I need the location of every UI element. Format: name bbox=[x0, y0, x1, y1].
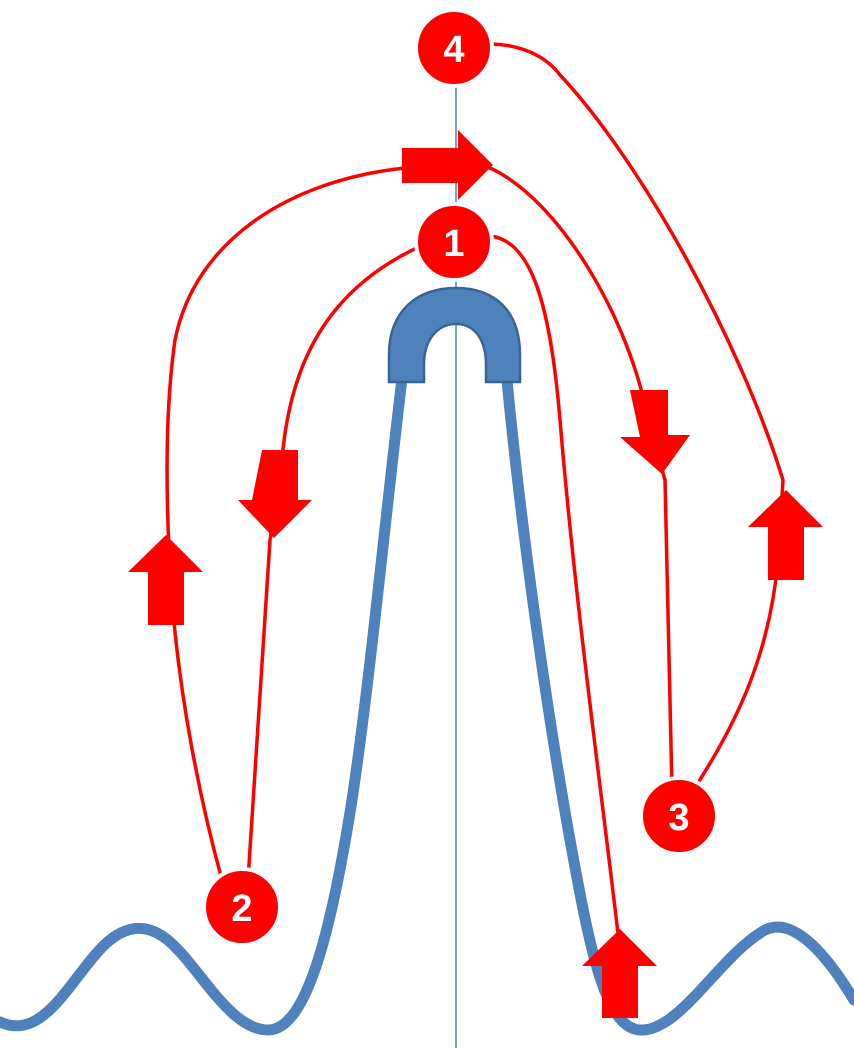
arrow-right-top bbox=[402, 130, 493, 200]
arrow-down-left bbox=[238, 450, 312, 538]
waveform-curve bbox=[0, 364, 409, 1036]
path-3-to-4 bbox=[490, 42, 785, 797]
path-1-down-right bbox=[488, 234, 622, 952]
arrow-up-bottom bbox=[582, 929, 657, 1018]
marker-3-label: 3 bbox=[668, 797, 689, 839]
marker-2-label: 2 bbox=[231, 888, 252, 930]
marker-2: 2 bbox=[202, 867, 282, 947]
arrow-down-right bbox=[620, 390, 690, 474]
marker-1: 1 bbox=[414, 202, 494, 282]
arrow-up-left bbox=[128, 535, 203, 625]
arrow-up-right bbox=[748, 490, 823, 580]
waveform-curve-right bbox=[500, 364, 854, 1036]
marker-3: 3 bbox=[639, 776, 719, 856]
marker-4: 4 bbox=[414, 8, 494, 88]
peak-arch bbox=[387, 286, 522, 384]
marker-4-label: 4 bbox=[443, 29, 464, 71]
path-2-to-top bbox=[165, 166, 407, 882]
path-1-to-2 bbox=[246, 236, 442, 882]
marker-1-label: 1 bbox=[443, 223, 464, 265]
